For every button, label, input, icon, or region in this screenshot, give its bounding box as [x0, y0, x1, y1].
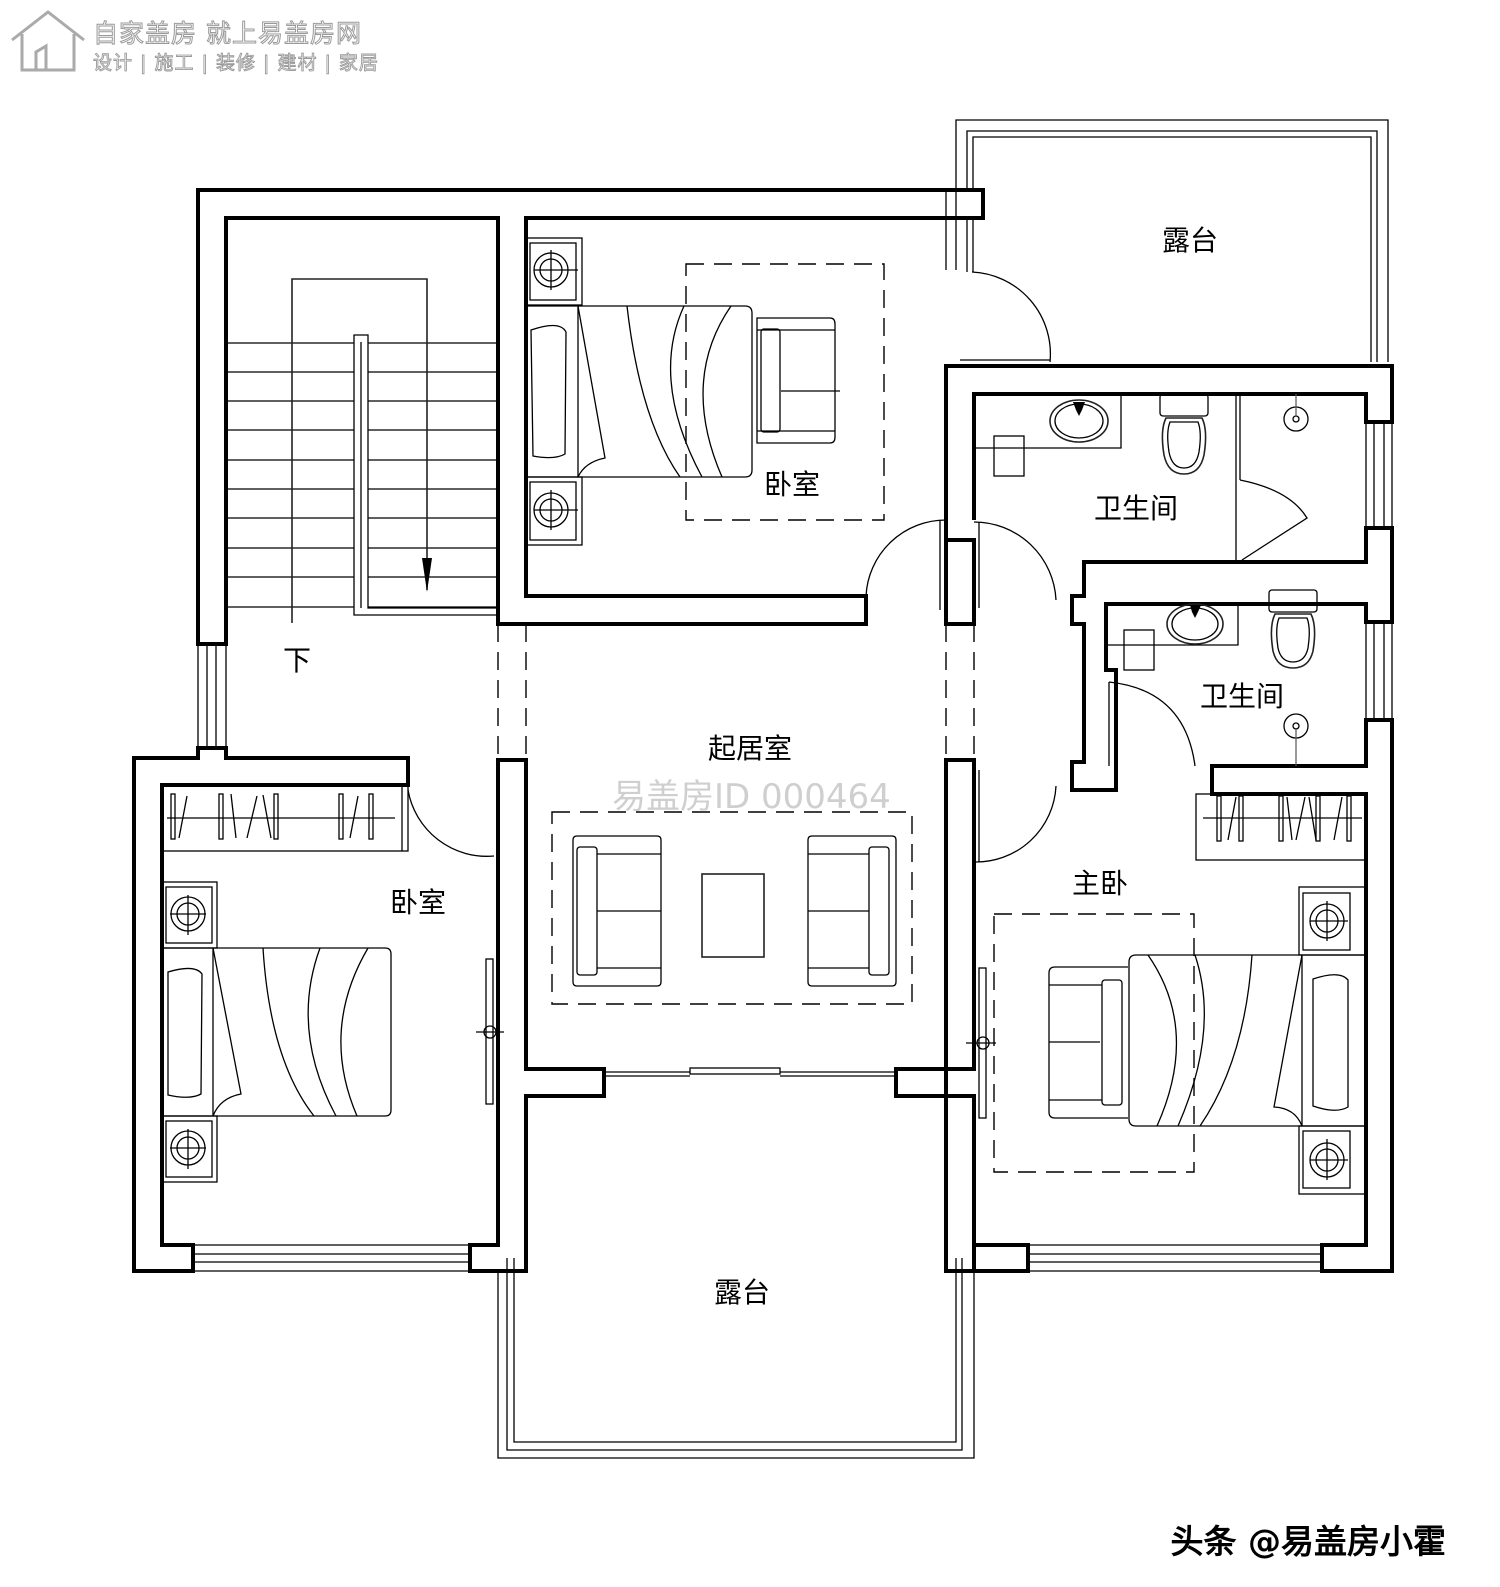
- bathroom-2: 卫生间: [1106, 589, 1318, 767]
- room-label-bathroom-1: 卫生间: [1094, 492, 1178, 525]
- stair-window: [197, 644, 227, 748]
- room-label-bedroom-west: 卧室: [390, 886, 446, 919]
- room-label-terrace-bottom: 露台: [714, 1276, 770, 1309]
- room-label-terrace-top: 露台: [1162, 224, 1218, 257]
- west-bedroom-window: [193, 1244, 470, 1272]
- terrace-bottom: 露台: [497, 1258, 975, 1459]
- room-label-bedroom-north: 卧室: [764, 468, 820, 501]
- room-label-bathroom-2: 卫生间: [1200, 680, 1284, 713]
- living-room: 起居室 易盖房ID 000464: [551, 732, 913, 1077]
- west-bedroom: 卧室: [161, 784, 504, 1183]
- master-bedroom: 主卧: [966, 793, 1367, 1195]
- house-icon: [11, 10, 85, 72]
- bath-windows: [1365, 422, 1393, 720]
- north-bedroom: 卧室: [525, 237, 885, 546]
- brand-services: 设计 | 施工 | 装修 | 建材 | 家居: [93, 52, 379, 75]
- author-credit: 头条 @易盖房小霍: [1170, 1522, 1447, 1561]
- terrace-top: 露台: [945, 119, 1389, 363]
- staircase: 下: [226, 278, 499, 677]
- stair-direction-label: 下: [283, 644, 311, 677]
- bathroom-1: 卫生间: [974, 393, 1309, 561]
- master-bedroom-window: [1028, 1244, 1322, 1272]
- brand-slogan: 自家盖房 就上易盖房网: [93, 19, 362, 49]
- watermark: 易盖房ID 000464: [612, 777, 891, 817]
- arrow-down-icon: [422, 558, 432, 592]
- room-label-master-bedroom: 主卧: [1072, 867, 1128, 900]
- faucet-icon: [1190, 605, 1201, 618]
- room-label-living-room: 起居室: [708, 732, 792, 765]
- faucet-icon: [1073, 402, 1085, 416]
- brand-logo: 自家盖房 就上易盖房网 设计 | 施工 | 装修 | 建材 | 家居: [8, 8, 428, 78]
